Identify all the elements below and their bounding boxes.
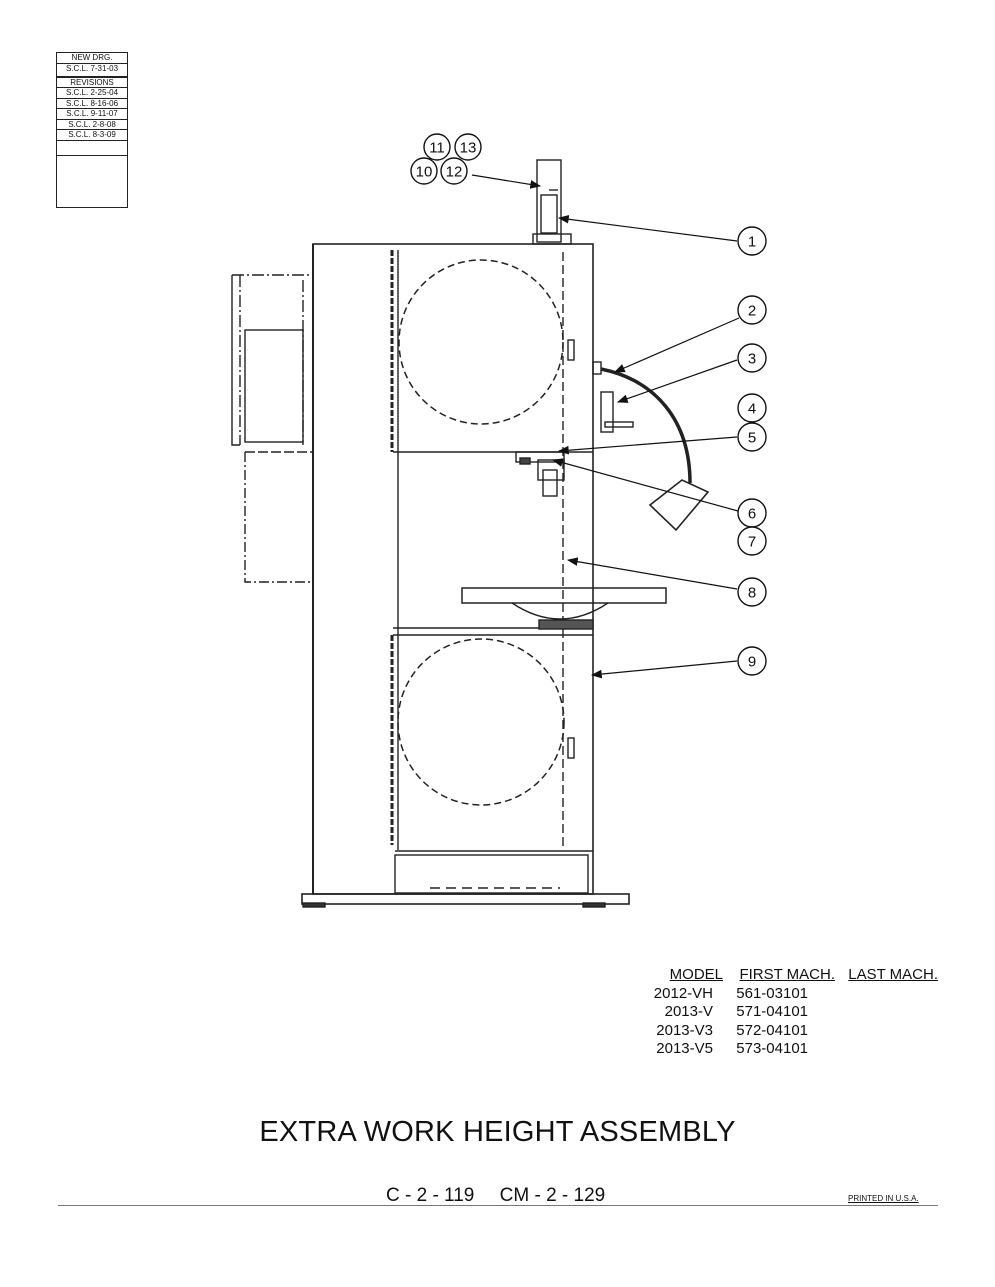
work-table (461, 587, 667, 630)
header-model: MODEL (669, 966, 723, 983)
lower-door-handle (567, 737, 575, 759)
model-name: 2012-VH (653, 984, 713, 1002)
callout-7: 7 (748, 534, 756, 551)
motor-housing (231, 274, 312, 583)
callout-4: 4 (748, 401, 756, 418)
bottom-rule (58, 1205, 938, 1206)
header-last-mach: LAST MACH. (848, 966, 938, 983)
callout-10: 10 (416, 164, 433, 181)
revision-entry: S.C.L. 2-25-04 (57, 88, 127, 99)
callout-2: 2 (748, 303, 756, 320)
callout-12: 12 (446, 164, 463, 181)
drawing-number: C - 2 - 119 (386, 1185, 475, 1206)
callout-1: 1 (748, 234, 756, 251)
model-table: MODEL FIRST MACH. LAST MACH. 2012-VH 561… (648, 966, 948, 1059)
model-row: 2013-V 571-04101 (648, 1003, 948, 1022)
revision-entry: S.C.L. 9-11-07 (57, 109, 127, 120)
model-row: 2012-VH 561-03101 (648, 985, 948, 1004)
header-first-mach: FIRST MACH. (739, 966, 835, 983)
revision-entry: S.C.L. 8-3-09 (57, 130, 127, 141)
callout-8: 8 (748, 585, 756, 602)
upper-door-handle (567, 339, 575, 361)
callout-5: 5 (748, 430, 756, 447)
model-name: 2013-V (664, 1003, 713, 1020)
model-first-mach: 572-04101 (736, 1021, 808, 1039)
revisions-label: REVISIONS (57, 78, 127, 88)
revision-entry: S.C.L. 8-16-06 (57, 99, 127, 109)
upper-wheel (398, 259, 564, 425)
callout-11: 11 (429, 140, 445, 157)
new-drawing-date: S.C.L. 7-31-03 (57, 64, 127, 78)
revision-entry: S.C.L. 2-8-08 (57, 120, 127, 130)
model-name: 2013-V3 (656, 1021, 713, 1039)
model-table-header: MODEL FIRST MACH. LAST MACH. (648, 966, 948, 985)
callout-13: 13 (460, 140, 477, 157)
model-first-mach: 571-04101 (736, 1003, 808, 1020)
model-first-mach: 561-03101 (736, 984, 808, 1002)
model-row: 2013-V5 573-04101 (648, 1040, 948, 1059)
drawing-title: EXTRA WORK HEIGHT ASSEMBLY (259, 1116, 736, 1148)
right-side-controls (592, 361, 710, 532)
drawing-numbers: C - 2 - 119 CM - 2 - 129 (386, 1185, 625, 1207)
model-row: 2013-V3 572-04101 (648, 1022, 948, 1041)
lower-wheel (397, 638, 565, 806)
model-first-mach: 573-04101 (736, 1040, 808, 1057)
guide-post (532, 159, 572, 245)
callout-3: 3 (748, 351, 756, 368)
printed-label: PRINTED IN U.S.A. (848, 1194, 919, 1203)
model-name: 2013-V5 (656, 1040, 713, 1057)
revision-empty-row (57, 141, 127, 156)
callout-9: 9 (748, 654, 756, 671)
revision-block: NEW DRG. S.C.L. 7-31-03 REVISIONS S.C.L.… (56, 52, 128, 208)
callout-6: 6 (748, 506, 756, 523)
saw-frame (301, 243, 630, 908)
new-drawing-label: NEW DRG. (57, 53, 127, 64)
drawing-number: CM - 2 - 129 (499, 1185, 606, 1206)
upper-blade-guide (515, 451, 565, 497)
